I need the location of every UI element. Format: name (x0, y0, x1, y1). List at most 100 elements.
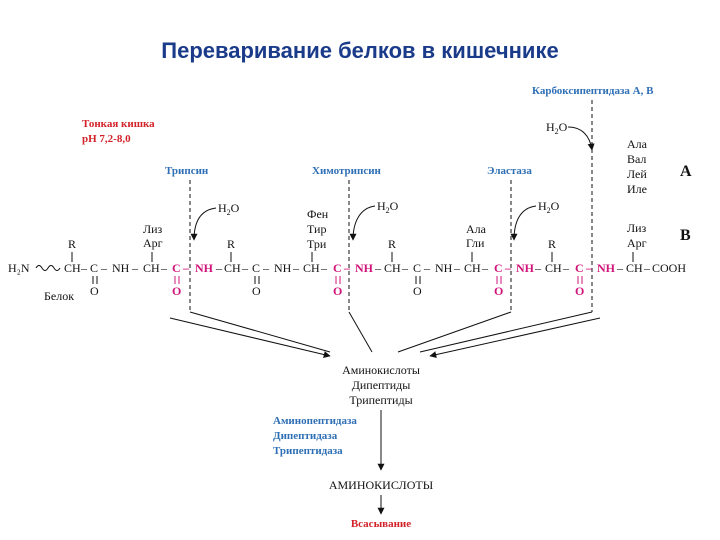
r-group-1: R (68, 237, 76, 251)
carboxy-a-residue-3: Лей (627, 167, 647, 181)
absorption-label: Всасывание (351, 518, 411, 530)
ph-label: рН 7,2-8,0 (82, 133, 131, 145)
water-arrow-2 (349, 205, 376, 241)
elastase-label: Эластаза (487, 165, 532, 177)
svg-text:O: O (494, 284, 503, 298)
svg-text:–: – (423, 261, 431, 275)
peptide-chain: H₂N CH – C – NH – CH – C – NH – CH – C –… (8, 261, 686, 275)
carbonyl-groups: O O O O O O O (90, 276, 584, 298)
svg-text:C: C (172, 261, 181, 275)
svg-text:C: C (494, 261, 503, 275)
svg-text:–: – (262, 261, 270, 275)
svg-text:–: – (241, 261, 249, 275)
svg-text:NH: NH (112, 261, 130, 275)
r-group-4: R (548, 237, 556, 251)
svg-text:NH: NH (195, 261, 214, 275)
svg-text:–: – (182, 261, 190, 275)
svg-text:–: – (562, 261, 570, 275)
elastase-residue-2: Гли (466, 236, 485, 250)
svg-text:–: – (80, 261, 88, 275)
water-arrow-1 (190, 207, 217, 241)
product-1: Аминокислоты (342, 363, 420, 377)
chymo-residue-1: Фен (307, 207, 329, 221)
svg-text:C: C (90, 261, 98, 275)
svg-text:–: – (343, 261, 351, 275)
letter-a: А (680, 163, 692, 180)
svg-text:–: – (504, 261, 512, 275)
svg-text:CH: CH (64, 261, 81, 275)
water-4: H2O (546, 120, 568, 136)
letter-b: В (680, 227, 691, 244)
carboxy-a-residue-2: Вал (627, 152, 646, 166)
water-1: H2O (218, 201, 240, 217)
svg-text:O: O (172, 284, 181, 298)
svg-text:CH: CH (545, 261, 562, 275)
svg-text:–: – (374, 261, 382, 275)
carboxy-a-residue-4: Иле (627, 182, 647, 196)
svg-text:–: – (616, 261, 624, 275)
svg-text:CH: CH (143, 261, 160, 275)
r-group-2: R (227, 237, 235, 251)
protein-label: Белок (44, 289, 74, 303)
svg-text:–: – (215, 261, 223, 275)
r-group-3: R (388, 237, 396, 251)
intestine-label: Тонкая кишка (82, 118, 155, 130)
page-title: Переваривание белков в кишечнике (161, 38, 559, 63)
chain-wave (35, 265, 61, 271)
svg-text:–: – (585, 261, 593, 275)
water-arrow-4 (567, 126, 595, 151)
chain-c-term: COOH (652, 261, 686, 275)
water-arrow-3 (510, 205, 537, 241)
svg-text:–: – (481, 261, 489, 275)
carboxy-b-residue-2: Арг (627, 236, 647, 250)
svg-text:–: – (320, 261, 328, 275)
svg-text:CH: CH (464, 261, 481, 275)
chymotrypsin-label: Химотрипсин (312, 165, 382, 177)
converging-arrows (169, 311, 601, 359)
svg-text:CH: CH (384, 261, 401, 275)
svg-text:NH: NH (516, 261, 535, 275)
svg-text:NH: NH (274, 261, 292, 275)
svg-text:–: – (292, 261, 300, 275)
svg-text:–: – (131, 261, 139, 275)
svg-text:NH: NH (597, 261, 616, 275)
svg-text:CH: CH (303, 261, 320, 275)
svg-text:O: O (413, 284, 422, 298)
svg-text:–: – (534, 261, 542, 275)
trypsin-label: Трипсин (165, 165, 209, 177)
peptidase-2: Дипептидаза (273, 430, 338, 442)
product-3: Трипептиды (349, 393, 412, 407)
svg-text:C: C (575, 261, 584, 275)
svg-text:–: – (643, 261, 651, 275)
svg-text:O: O (252, 284, 261, 298)
svg-text:O: O (333, 284, 342, 298)
svg-text:–: – (453, 261, 461, 275)
svg-text:C: C (252, 261, 260, 275)
svg-text:O: O (575, 284, 584, 298)
trypsin-residue-1: Лиз (143, 222, 163, 236)
svg-text:–: – (160, 261, 168, 275)
elastase-residue-1: Ала (466, 222, 487, 236)
svg-text:–: – (401, 261, 409, 275)
svg-text:O: O (90, 284, 99, 298)
svg-text:C: C (413, 261, 421, 275)
carboxypeptidase-label: Карбоксипептидаза А, В (532, 85, 654, 97)
water-2: H2O (377, 199, 399, 215)
svg-text:NH: NH (435, 261, 453, 275)
chain-n-term: H₂N (8, 261, 30, 275)
trypsin-residue-2: Арг (143, 236, 163, 250)
svg-text:CH: CH (224, 261, 241, 275)
carboxy-a-residue-1: Ала (627, 137, 648, 151)
svg-text:CH: CH (626, 261, 643, 275)
svg-text:NH: NH (355, 261, 374, 275)
peptidase-1: Аминопептидаза (273, 415, 357, 427)
peptidase-3: Трипептидаза (273, 445, 343, 457)
final-product: АМИНОКИСЛОТЫ (329, 478, 434, 492)
chymo-residue-3: Три (307, 237, 327, 251)
water-3: H2O (538, 199, 560, 215)
svg-text:C: C (333, 261, 342, 275)
svg-text:–: – (100, 261, 108, 275)
carboxy-b-residue-1: Лиз (627, 221, 647, 235)
product-2: Дипептиды (352, 378, 411, 392)
